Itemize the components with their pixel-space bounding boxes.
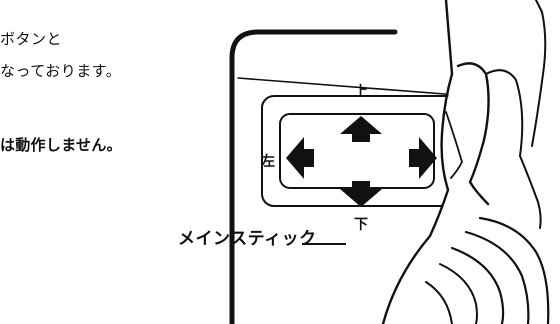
arrow-right-icon <box>409 137 437 179</box>
instruction-line-2: なっております。 <box>0 62 122 80</box>
instruction-line-1: ボタンと <box>0 30 63 48</box>
direction-arrows <box>286 116 437 207</box>
hand-outline <box>381 0 550 324</box>
arrow-down-icon <box>340 181 382 207</box>
arrow-left-icon <box>286 137 314 179</box>
direction-label-up: 上 <box>354 84 368 100</box>
warning-text: は動作しません。 <box>0 136 122 154</box>
controller-body-outline <box>229 29 471 324</box>
direction-label-left: 左 <box>260 153 275 170</box>
main-stick-callout-label: メインスティック <box>178 229 317 249</box>
arrow-up-icon <box>340 116 382 142</box>
direction-label-down: 下 <box>354 217 368 233</box>
